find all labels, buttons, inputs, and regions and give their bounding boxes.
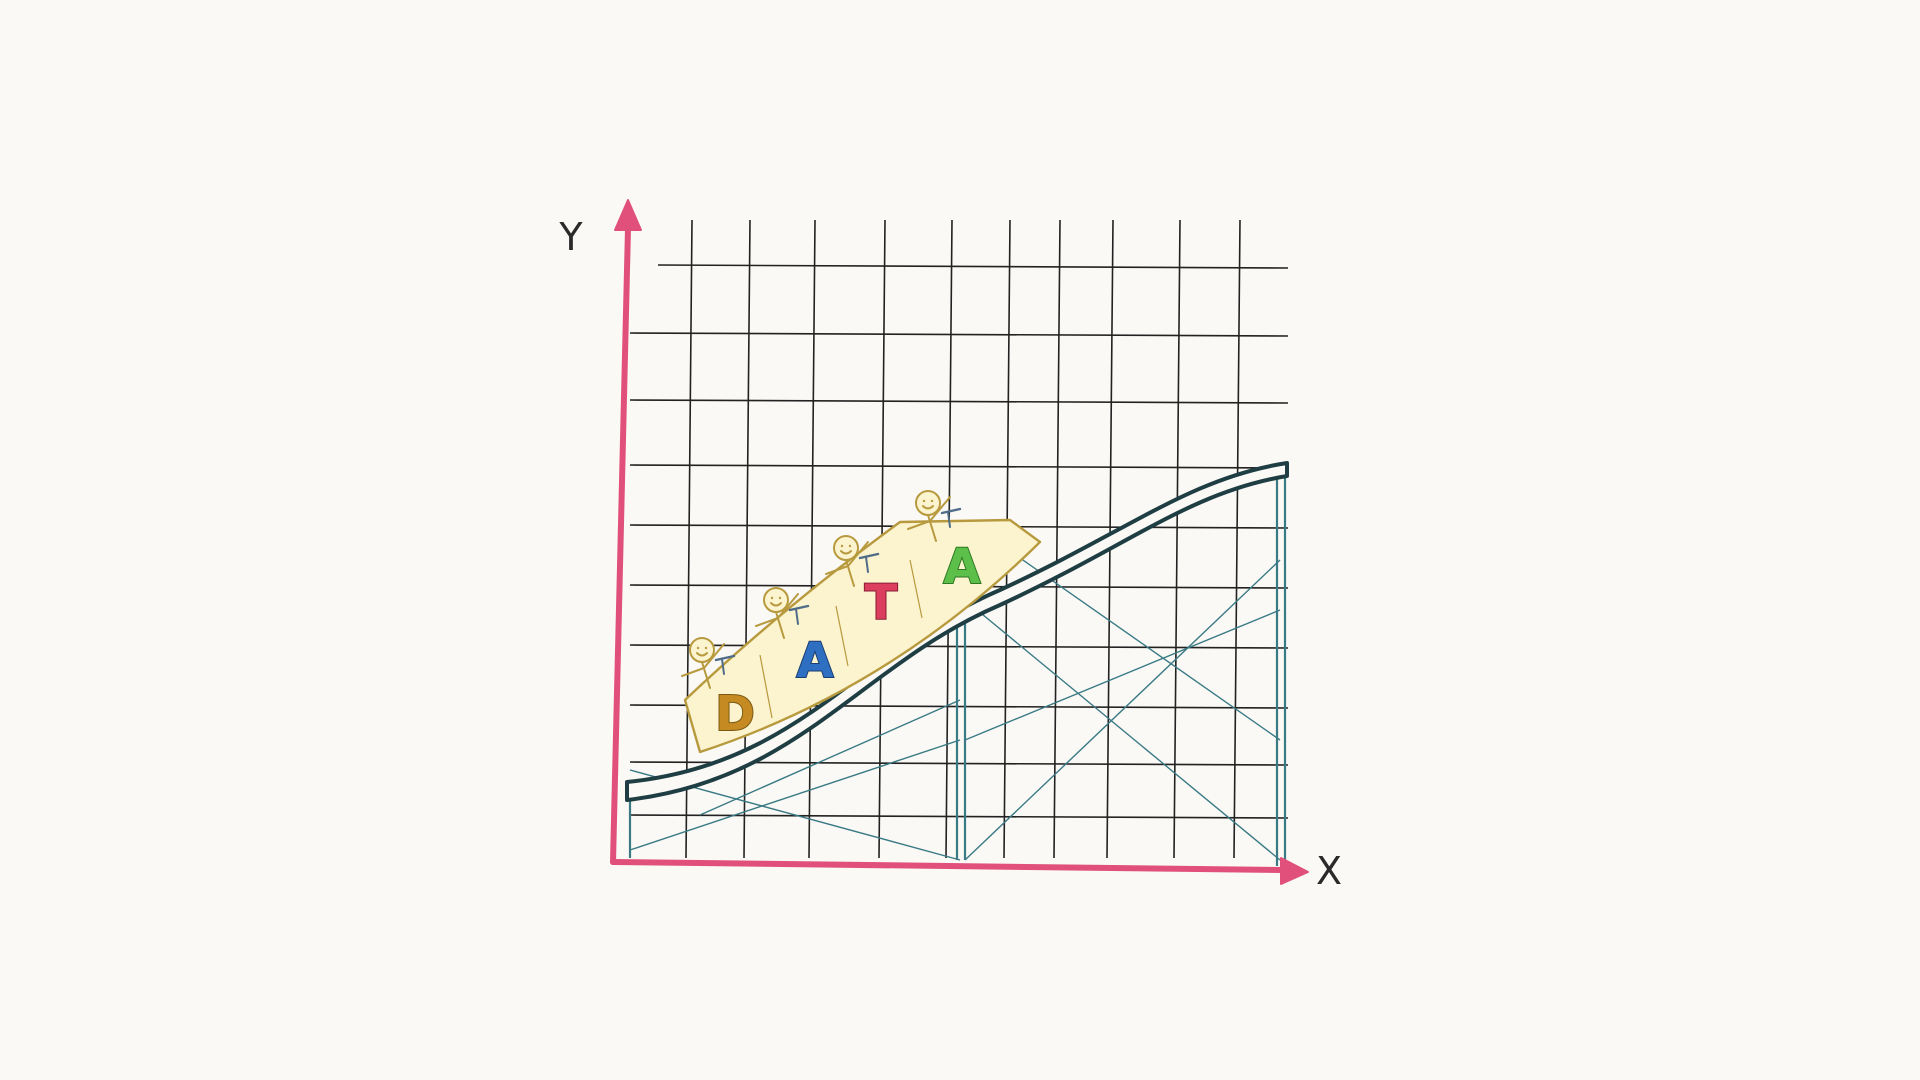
- coaster-car: D A T A: [683, 518, 1042, 754]
- y-axis-label: Y: [558, 215, 583, 259]
- grid-lines: [629, 219, 1289, 859]
- car-letter-a2: A: [943, 539, 980, 595]
- rider-figure: [907, 490, 962, 542]
- y-axis: [610, 199, 642, 865]
- grid-vertical-line: [1173, 219, 1181, 859]
- grid-vertical-line: [1053, 219, 1061, 859]
- support-brace: [964, 609, 1281, 741]
- rider-figure: [825, 535, 880, 587]
- car-letter-t: T: [865, 575, 898, 631]
- car-letter-d: D: [715, 686, 755, 742]
- support-brace: [964, 559, 1281, 861]
- car-letter-a1: A: [796, 633, 833, 689]
- support-brace: [979, 529, 1281, 741]
- riders: [681, 490, 962, 689]
- grid-horizontal-line: [629, 644, 1289, 649]
- rider-figure: [755, 587, 810, 639]
- grid-vertical-line: [1233, 219, 1241, 859]
- y-axis-arrow-icon: [614, 199, 642, 231]
- support-brace: [699, 699, 961, 816]
- grid-horizontal-line: [629, 399, 1289, 404]
- rider-figure: [681, 637, 736, 689]
- x-axis-arrow-icon: [1280, 857, 1309, 885]
- x-axis-label: X: [1316, 849, 1342, 893]
- grid-vertical-line: [685, 219, 693, 859]
- grid-horizontal-line: [629, 332, 1289, 337]
- support-brace: [629, 739, 961, 851]
- support-brace: [964, 599, 1281, 861]
- grid-horizontal-line: [629, 464, 1289, 469]
- grid-vertical-line: [808, 219, 816, 859]
- grid-horizontal-line: [657, 264, 1289, 269]
- x-axis: [610, 857, 1309, 885]
- grid-horizontal-line: [629, 814, 1289, 819]
